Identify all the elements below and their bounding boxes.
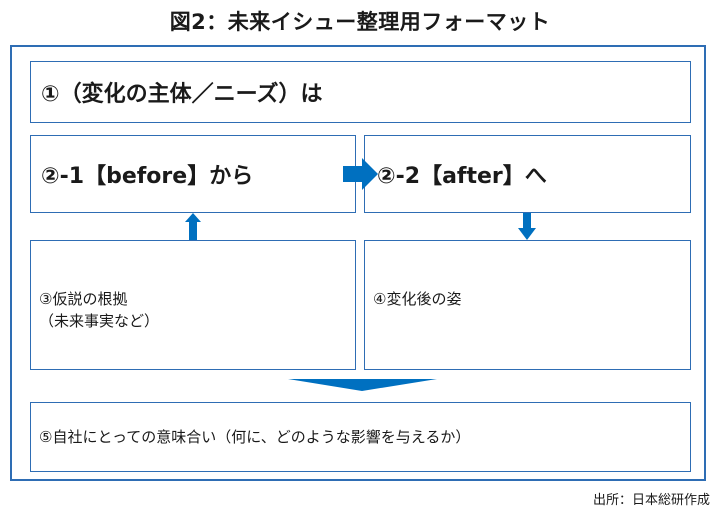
- outer-frame: [10, 45, 706, 481]
- box-hypothesis-basis: ③仮説の根拠 （未来事実など）: [30, 240, 356, 370]
- box-hypothesis-text: ③仮説の根拠 （未来事実など）: [39, 288, 159, 332]
- arrow-up-icon: [185, 213, 201, 240]
- box-hypothesis-line-2: （未来事実など）: [39, 312, 160, 330]
- wide-down-arrow-icon: [288, 379, 437, 391]
- box-hypothesis-line-1: ③仮説の根拠: [39, 290, 128, 308]
- arrow-down-icon: [518, 213, 536, 240]
- box-subject-needs: ①（変化の主体／ニーズ）は: [30, 61, 691, 123]
- box-after-label: ②-2【after】へ: [377, 164, 547, 189]
- box-future-state: ④変化後の姿: [364, 240, 691, 370]
- source-note: 出所：日本総研作成: [592, 493, 710, 508]
- diagram-title: 図2：未来イシュー整理用フォーマット: [169, 10, 551, 34]
- box-before: ②-1【before】から: [30, 135, 356, 213]
- box-before-label: ②-1【before】から: [41, 164, 254, 189]
- box-after: ②-2【after】へ: [364, 135, 691, 213]
- box-implications-label: ⑤自社にとっての意味合い（何に、どのような影響を与えるか）: [39, 428, 471, 446]
- arrow-right-icon: [343, 158, 378, 190]
- box-future-state-label: ④変化後の姿: [373, 290, 462, 308]
- box-implications: ⑤自社にとっての意味合い（何に、どのような影響を与えるか）: [30, 402, 691, 472]
- box-subject-needs-label: ①（変化の主体／ニーズ）は: [41, 82, 323, 107]
